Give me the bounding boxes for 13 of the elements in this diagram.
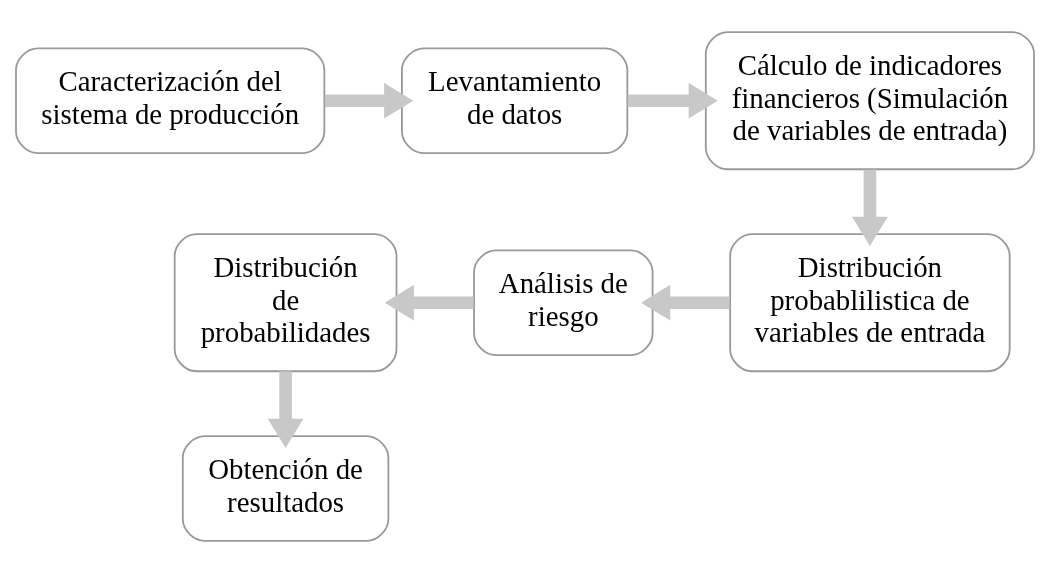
node-box: Caracterización del sistema de producción — [15, 47, 326, 154]
node-box: Levantamiento de datos — [401, 47, 629, 154]
node-box: Obtención de resultados — [181, 435, 390, 542]
node-box: Distribución probablilistica de variables de entrada — [729, 233, 1011, 373]
arrow — [384, 284, 474, 321]
node-box: Distribución de probabilidades — [173, 233, 398, 373]
node-box: Cálculo de indicadores financieros (Simulación de variables de entrada) — [704, 31, 1035, 171]
arrow — [324, 82, 414, 119]
arrow — [641, 284, 730, 321]
arrow — [627, 82, 718, 119]
arrow — [267, 371, 304, 448]
node-box: Análisis de riesgo — [473, 249, 654, 356]
arrow — [852, 169, 888, 246]
